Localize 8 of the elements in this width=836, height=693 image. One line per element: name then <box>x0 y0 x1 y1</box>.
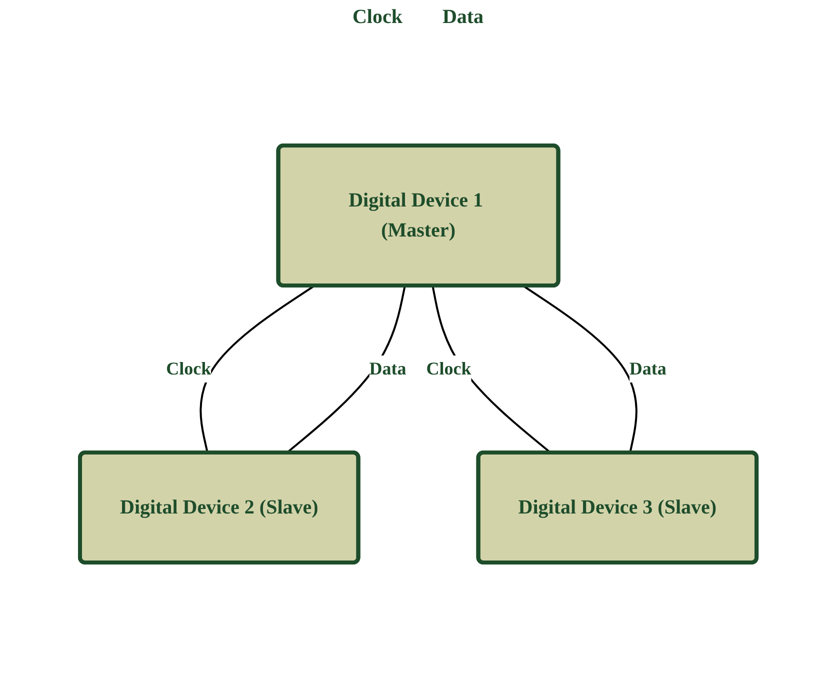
edge-label: Clock <box>166 358 211 378</box>
connector <box>522 285 638 454</box>
signal-label: Clock <box>352 6 402 29</box>
connector <box>199 285 314 454</box>
edge-label: Data <box>629 358 666 378</box>
signal-label: Data <box>442 6 484 29</box>
edge-label: Data <box>369 358 406 378</box>
edge-label: Clock <box>426 358 471 378</box>
